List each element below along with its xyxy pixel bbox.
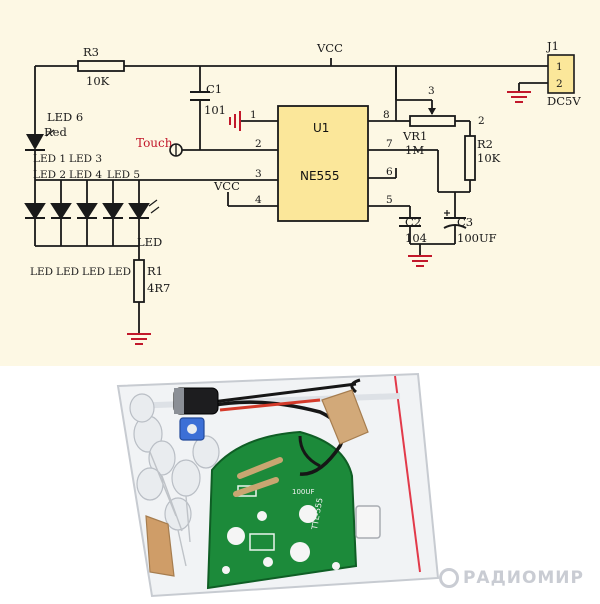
pin-4: 4: [255, 194, 262, 206]
r1-ref: R1: [147, 264, 163, 278]
product-photo: TTL-555 100UF: [0, 366, 600, 600]
pin-2: 2: [255, 138, 262, 150]
r3-ref: R3: [83, 45, 99, 59]
pin-6: 6: [386, 166, 393, 178]
ground-icon: [408, 255, 432, 267]
schematic-panel: R3 10K VCC C1 101 LED 6 Red Touch: [0, 0, 600, 366]
led5-label: LED 5: [107, 169, 140, 181]
ground-icon: [507, 91, 531, 103]
led-bottom-3: LED: [82, 266, 105, 278]
c1-ref: C1: [206, 82, 222, 96]
j1-supply: DC5V: [547, 94, 581, 108]
j1-connector: [547, 54, 575, 94]
touch-copper-strip: [321, 389, 369, 445]
led2-diode: [50, 203, 72, 220]
c1-value: 101: [204, 103, 226, 117]
led6-color: Red: [44, 125, 67, 139]
c3-capacitor: [443, 210, 467, 229]
led-right-label: LED: [137, 235, 162, 249]
led6-diode: [25, 134, 45, 151]
led4-diode: [102, 203, 124, 220]
c3-value: 100UF: [457, 231, 497, 245]
led3-diode: [76, 203, 98, 220]
j1-ref: J1: [546, 39, 559, 53]
r1-value: 4R7: [147, 281, 170, 295]
r2-resistor: [464, 135, 476, 181]
touch-label: Touch: [136, 136, 173, 150]
pin-1: 1: [250, 109, 257, 121]
led-array: [24, 203, 150, 220]
vr1-potentiometer: [409, 115, 456, 127]
led3-label: LED 3: [69, 153, 102, 165]
ground-icon: [229, 111, 241, 131]
vr1-value: 1M: [405, 143, 424, 157]
chip-ref: U1: [313, 121, 329, 135]
r1-resistor: [133, 259, 145, 303]
j1-pin1: 1: [556, 61, 563, 73]
watermark-text: РАДИОМИР: [462, 568, 584, 588]
ne555-schematic: R3 10K VCC C1 101 LED 6 Red Touch: [24, 39, 581, 345]
globe-icon: [438, 568, 459, 588]
ground-icon: [127, 333, 151, 345]
vr1-pin3: 3: [428, 85, 435, 97]
pin-5: 5: [386, 194, 393, 206]
pin-3: 3: [255, 168, 262, 180]
led4-label: LED 4: [69, 169, 102, 181]
led-bottom-1: LED: [30, 266, 53, 278]
vcc-pin4-label: VCC: [213, 179, 240, 193]
led1-diode: [24, 203, 46, 220]
led1-label: LED 1: [33, 153, 66, 165]
white-connector: [355, 505, 381, 539]
led-bottom-2: LED: [56, 266, 79, 278]
vr1-pin2: 2: [478, 115, 485, 127]
led-bottom-4: LED: [108, 266, 131, 278]
r2-ref: R2: [477, 137, 493, 151]
c2-ref: C2: [405, 215, 421, 229]
c1-capacitor: [190, 91, 210, 101]
pin-7: 7: [386, 138, 393, 150]
vcc-top-label: VCC: [316, 41, 343, 55]
c2-capacitor: [399, 217, 421, 227]
pin-8: 8: [383, 109, 390, 121]
watermark: РАДИОМИР: [438, 568, 584, 588]
chip-part: NE555: [300, 169, 339, 183]
led2-label: LED 2: [33, 169, 66, 181]
led6-ref: LED 6: [47, 110, 83, 124]
vr1-ref: VR1: [402, 129, 427, 143]
c3-ref: C3: [457, 215, 473, 229]
ne555-chip: [277, 105, 369, 222]
j1-pin2: 2: [556, 78, 563, 90]
r3-value: 10K: [86, 74, 110, 88]
kit-bag-illustration: TTL-555 100UF: [116, 372, 440, 598]
led5-diode: [128, 203, 150, 220]
pcb-silk-cap: 100UF: [292, 488, 315, 496]
c2-value: 104: [405, 231, 427, 245]
r2-value: 10K: [477, 151, 501, 165]
r3-resistor: [77, 60, 125, 72]
